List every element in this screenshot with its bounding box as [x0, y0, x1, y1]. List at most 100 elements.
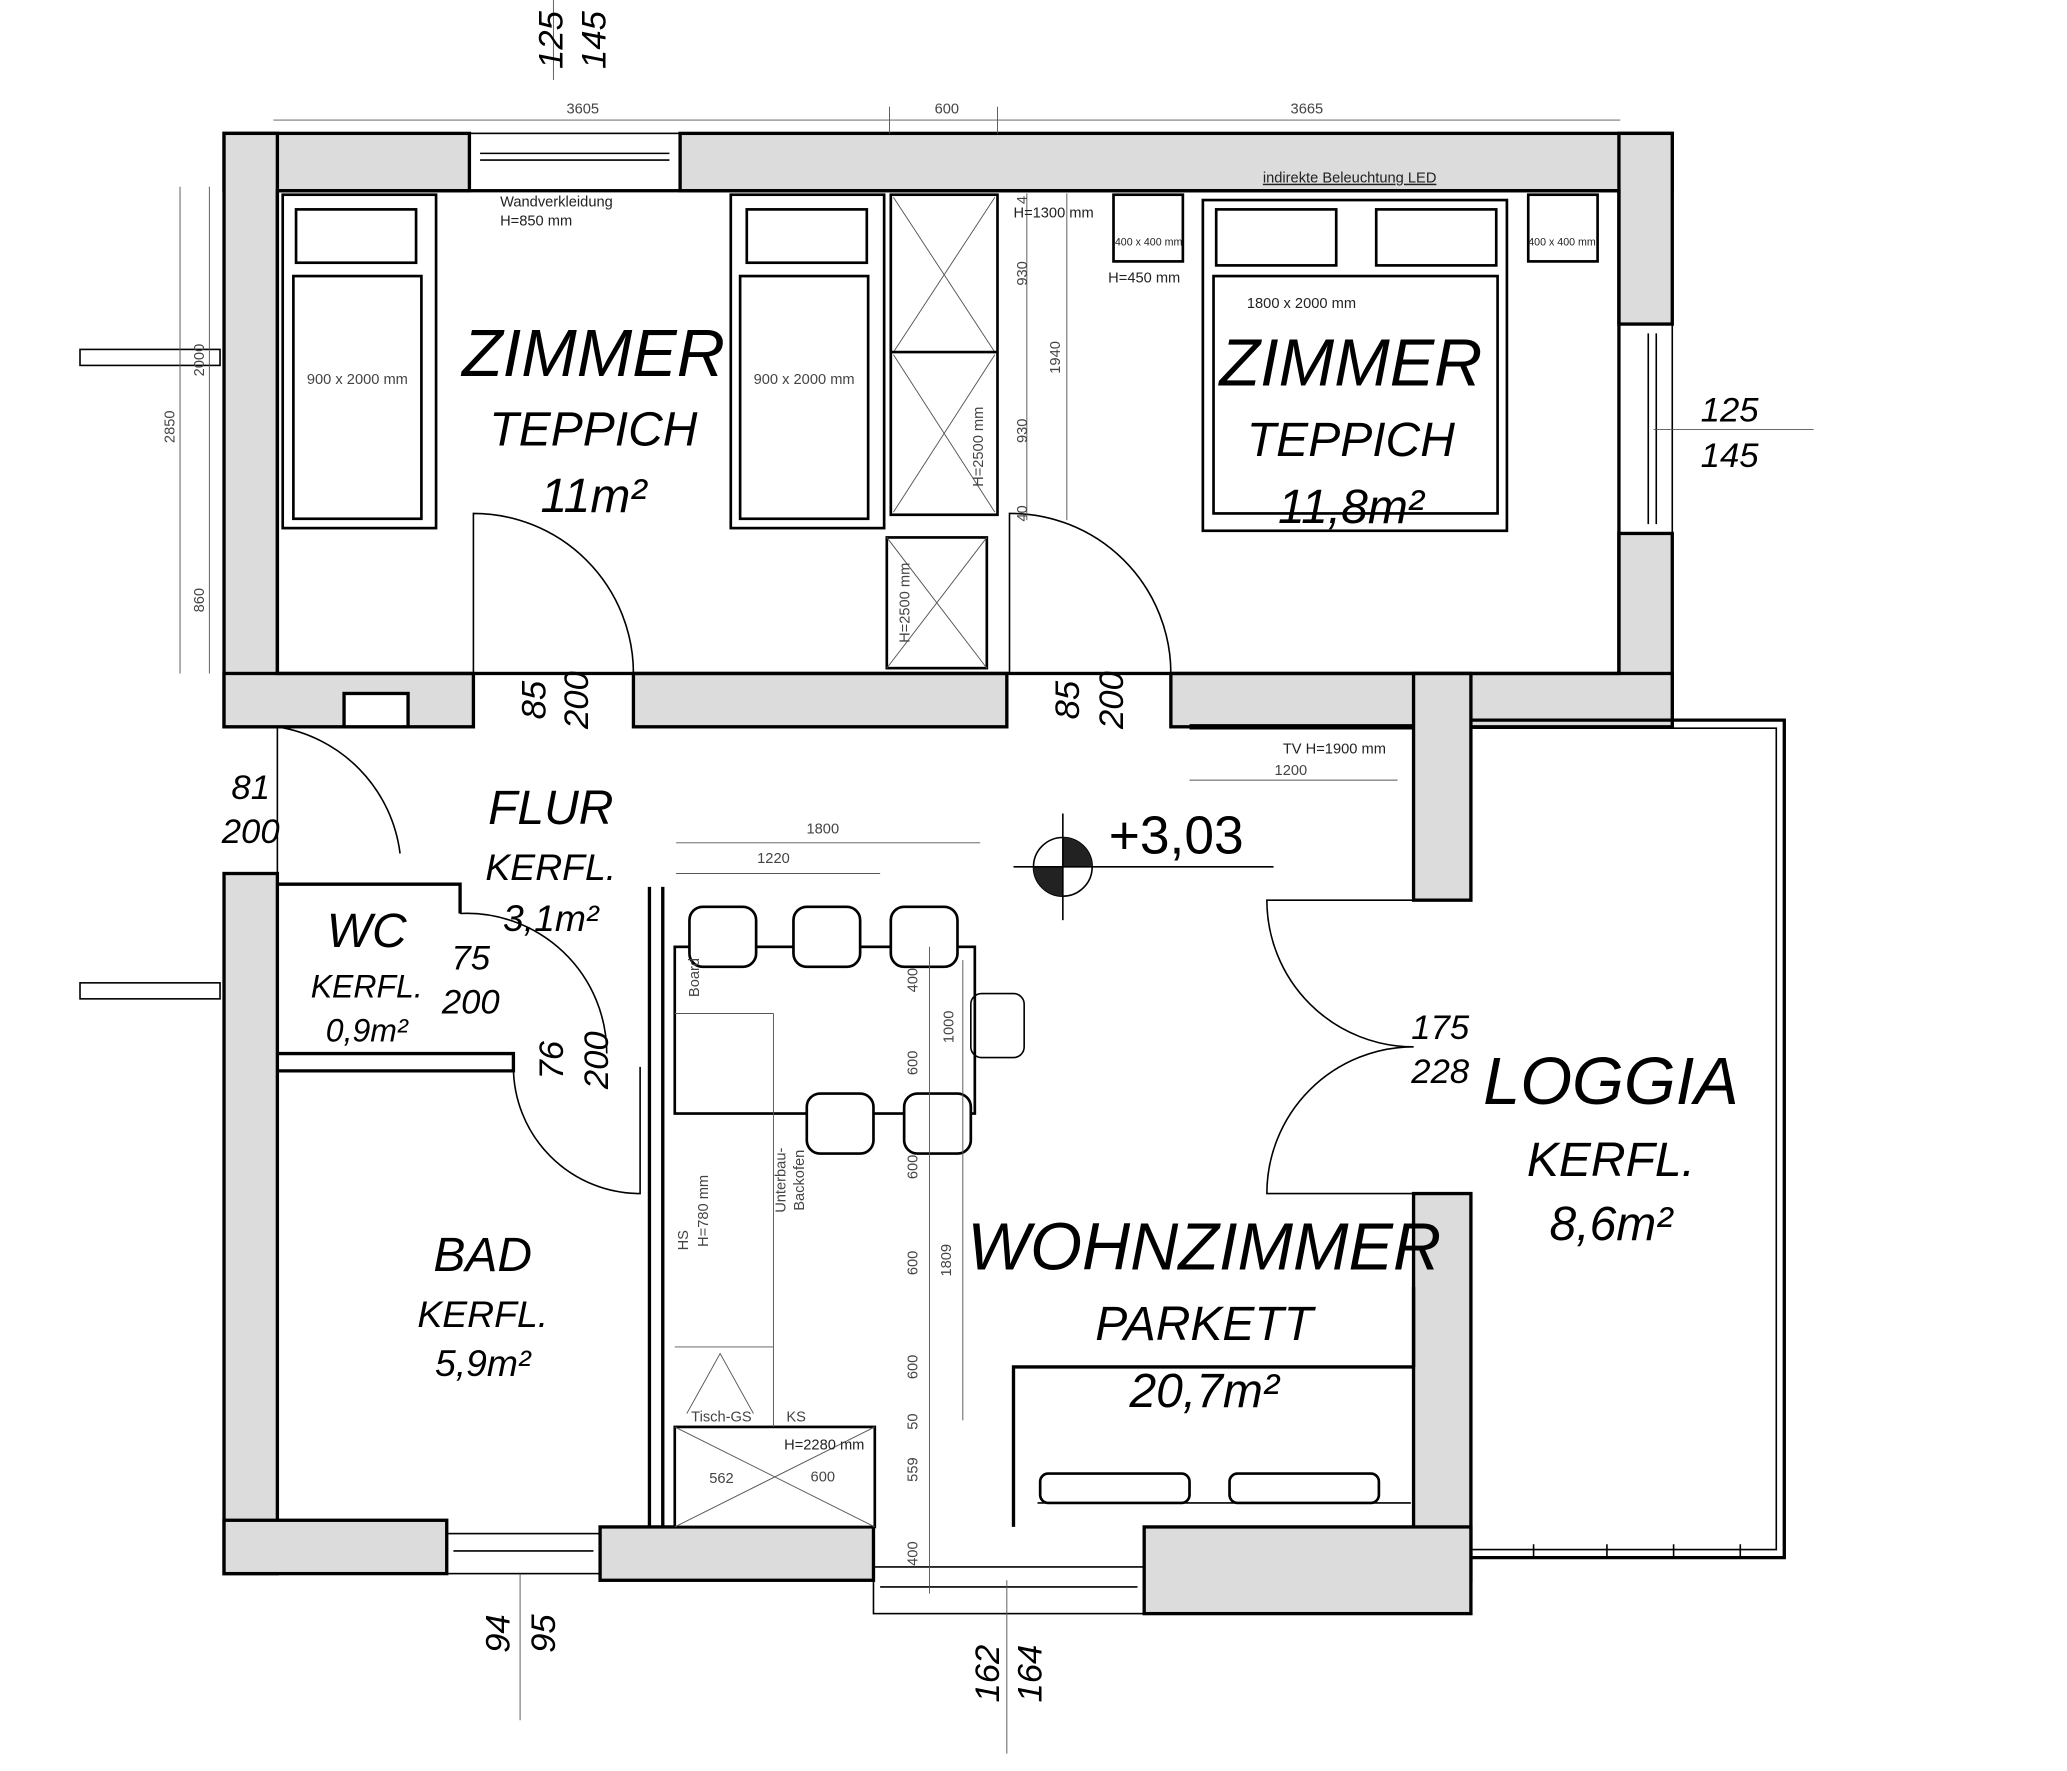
room-area: 0,9m² [326, 1013, 409, 1049]
room-floor: TEPPICH [489, 403, 697, 456]
room-area: 5,9m² [435, 1342, 532, 1384]
dim-k9: 400 [905, 1541, 921, 1565]
dim-k3: 600 [905, 1051, 921, 1075]
oven-label-2: Backofen [792, 1150, 808, 1211]
hs-label: HS [676, 1230, 692, 1251]
dim-cab1: 562 [709, 1471, 733, 1487]
dim-wardrobe-2: 930 [1015, 419, 1031, 443]
tv-label: TV H=1900 mm [1283, 741, 1386, 757]
dim-tv-width: 1200 [1275, 763, 1308, 779]
dim-k6: 600 [905, 1355, 921, 1379]
dim-wardrobe-gap-top: 4 [1015, 196, 1031, 204]
dim-top-mid: 600 [935, 101, 959, 117]
dim-top-left: 3605 [566, 101, 599, 117]
room-floor: KERFL. [417, 1293, 548, 1335]
room-area: 11m² [541, 470, 649, 523]
door-zimmer1-width: 85 [515, 680, 553, 719]
room-floor: KERFL. [485, 846, 616, 888]
room-zimmer-2: ZIMMER TEPPICH 11,8m² [1217, 326, 1482, 533]
room-name: FLUR [488, 782, 613, 835]
door-loggia-width: 175 [1411, 1009, 1470, 1047]
hs-height: H=780 mm [696, 1175, 712, 1247]
dishwasher-label: Tisch-GS [691, 1410, 752, 1426]
dim-wardrobe-gap-bottom: 40 [1015, 505, 1031, 521]
dim-top-right: 3665 [1291, 101, 1324, 117]
bed-1-size: 900 x 2000 mm [307, 372, 408, 388]
door-swings [276, 512, 1414, 1195]
nightstand-1-size: 400 x 400 mm [1115, 236, 1183, 248]
room-name: WOHNZIMMER [967, 1211, 1441, 1285]
dim-table-part: 1220 [757, 851, 790, 867]
elevation-label: +3,03 [1109, 806, 1244, 865]
door-loggia-height: 228 [1410, 1053, 1470, 1091]
window-top-height: 145 [575, 10, 613, 69]
room-name: BAD [433, 1229, 532, 1282]
dim-k8: 559 [905, 1457, 921, 1481]
room-name: ZIMMER [1217, 326, 1482, 400]
room-floor: KERFL. [311, 969, 423, 1005]
dim-k7: 50 [905, 1413, 921, 1429]
door-zimmer2-height: 200 [1093, 671, 1131, 730]
dim-k2: 1000 [941, 1011, 957, 1044]
interior-walls [275, 189, 1621, 1527]
room-area: 20,7m² [1128, 1365, 1280, 1418]
bed-2-size: 900 x 2000 mm [754, 372, 855, 388]
door-bad-height: 200 [578, 1031, 616, 1090]
fridge-label: KS [786, 1410, 806, 1426]
room-floor: TEPPICH [1247, 414, 1455, 467]
loggia-railing [1470, 718, 1786, 1560]
nightstand-2-size: 400 x 400 mm [1528, 236, 1596, 248]
window-kitchen-width: 162 [969, 1645, 1007, 1703]
shelf-height: H=1300 mm [1013, 205, 1093, 221]
window-bad-height: 95 [525, 1614, 563, 1653]
door-entry-width: 81 [231, 769, 270, 807]
dim-table-total: 1800 [806, 821, 839, 837]
door-entry-height: 200 [221, 813, 280, 851]
door-wc-width: 75 [451, 940, 490, 978]
window-bad-width: 94 [479, 1614, 517, 1653]
room-wc: WC KERFL. 0,9m² [311, 905, 423, 1049]
room-flur: FLUR KERFL. 3,1m² [485, 782, 616, 939]
room-name: ZIMMER [460, 317, 725, 391]
board-label: Board [687, 958, 703, 997]
oven-label-1: Unterbau- [773, 1148, 789, 1213]
dim-cab2: 600 [811, 1470, 835, 1486]
fridge-height: H=2280 mm [784, 1438, 864, 1454]
room-area: 8,6m² [1550, 1198, 1675, 1251]
door-wc-height: 200 [441, 984, 500, 1022]
dimension-lines [179, 0, 1814, 1754]
room-loggia: LOGGIA KERFL. 8,6m² [1483, 1045, 1739, 1251]
room-zimmer-1: ZIMMER TEPPICH 11m² [460, 317, 725, 523]
dim-k-total: 1809 [939, 1244, 955, 1277]
dim-k4: 600 [905, 1155, 921, 1179]
door-zimmer2-width: 85 [1049, 680, 1087, 719]
led-label: indirekte Beleuchtung LED [1263, 171, 1437, 187]
window-top-width: 125 [533, 10, 571, 69]
wardrobe-1-height: H=2500 mm [971, 407, 987, 487]
dimension-numbers: 3605 600 3665 2850 2000 860 4 930 930 19… [163, 101, 1323, 1565]
room-floor: PARKETT [1095, 1298, 1316, 1351]
double-bed-size: 1800 x 2000 mm [1247, 296, 1356, 312]
dim-left-upper: 2000 [192, 344, 208, 377]
dim-wardrobe-1: 930 [1015, 261, 1031, 285]
room-area: 11,8m² [1278, 481, 1426, 534]
windows [79, 132, 1674, 1615]
elevation-marker: +3,03 [1013, 806, 1274, 921]
door-bad-width: 76 [533, 1040, 571, 1079]
dim-k1: 400 [905, 968, 921, 992]
dim-left-total: 2850 [163, 410, 179, 443]
wall-cladding-height: H=850 mm [500, 213, 572, 229]
room-name: LOGGIA [1483, 1045, 1739, 1119]
furniture [281, 193, 1599, 1529]
annotations: Wandverkleidung H=850 mm indirekte Beleu… [307, 171, 1596, 1454]
door-zimmer1-height: 200 [558, 671, 596, 730]
room-floor: KERFL. [1527, 1134, 1695, 1187]
wall-cladding-label: Wandverkleidung [500, 195, 613, 211]
window-kitchen-height: 164 [1012, 1645, 1050, 1703]
room-bad: BAD KERFL. 5,9m² [417, 1229, 548, 1384]
room-name: WC [327, 905, 407, 958]
dim-wardrobe-total: 1940 [1048, 341, 1064, 374]
nightstand-height: H=450 mm [1108, 271, 1180, 287]
opening-labels: 125 145 125 145 85 200 85 200 81 200 75 … [221, 10, 1759, 1702]
